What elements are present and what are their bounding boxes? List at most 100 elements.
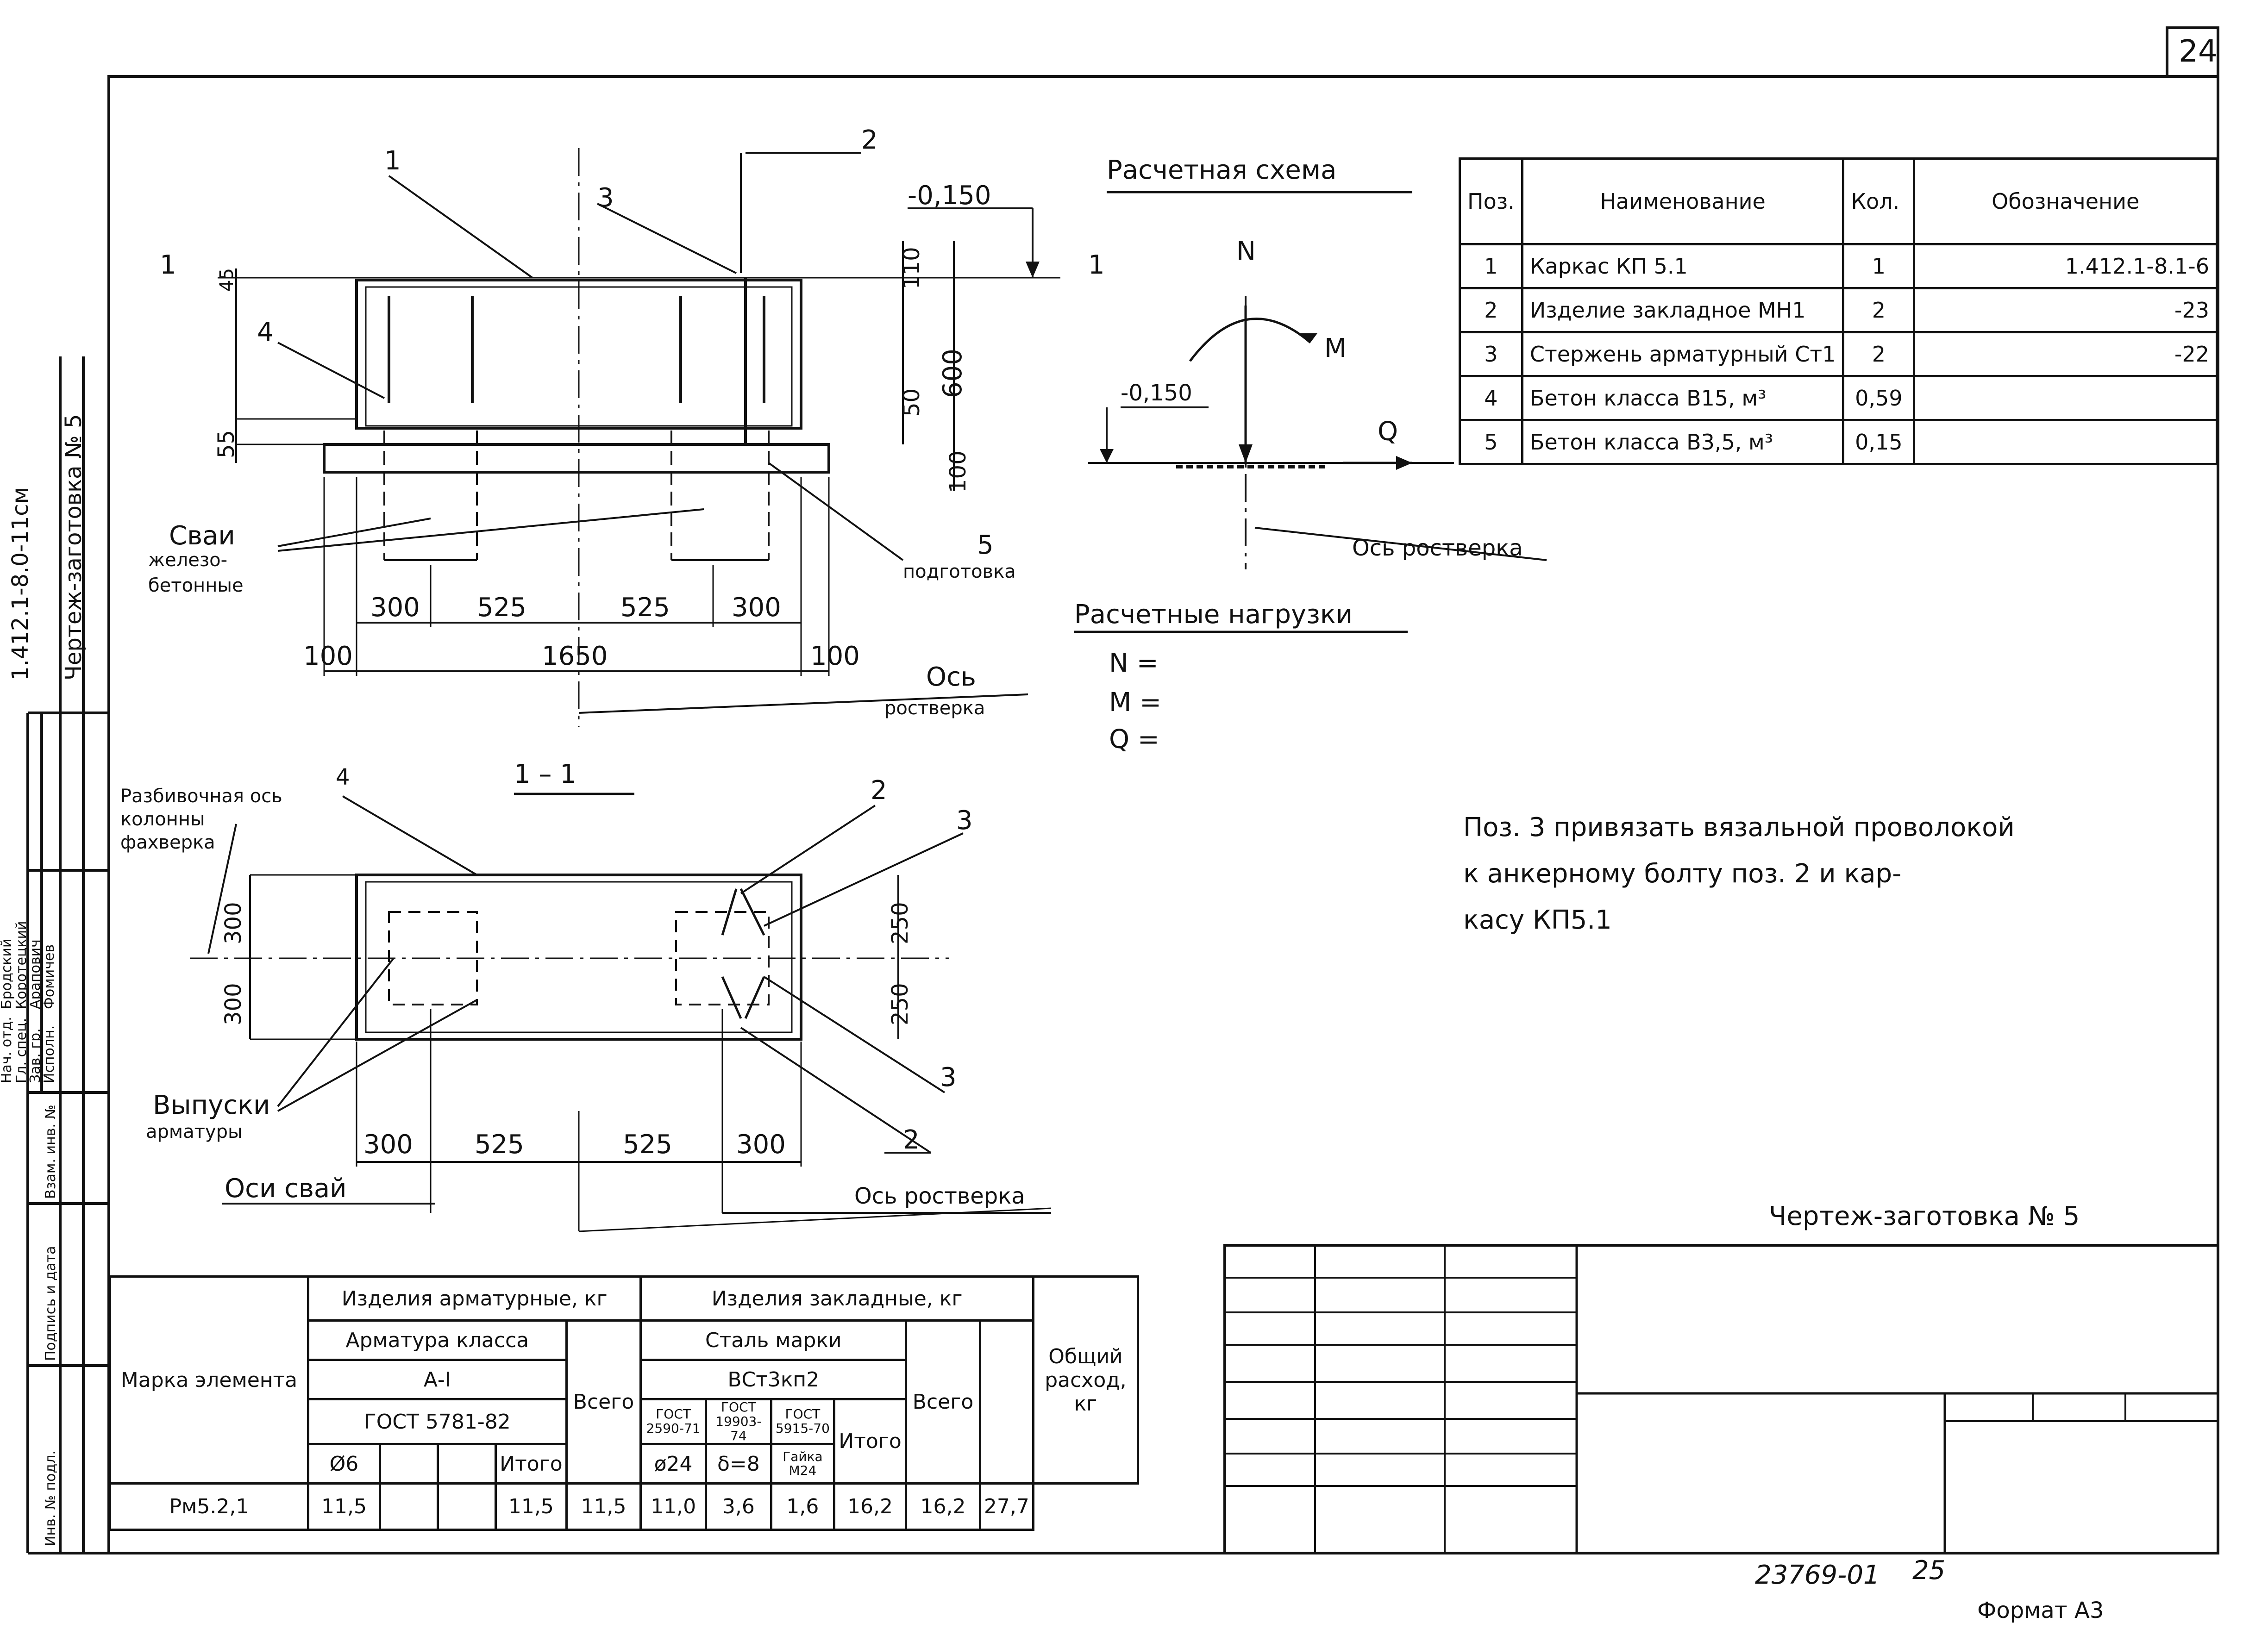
loads-title: Расчетные нагрузки (1074, 599, 1353, 630)
fv-pos-1: 1 (384, 146, 401, 176)
fv-dim-525b: 525 (620, 593, 670, 623)
rebar-all-header: Всего (565, 1319, 642, 1485)
mass-cell (379, 1482, 439, 1531)
rebar-subtotal-header: Итого (495, 1443, 568, 1485)
embedded-plate-8: δ=8 (704, 1443, 772, 1485)
spec-cell: 0,15 (1842, 419, 1916, 465)
sv-pos-3b: 3 (940, 1062, 957, 1092)
spec-cell (1913, 419, 2218, 465)
format-label: Формат А3 (1977, 1598, 2104, 1623)
steel-grade: ВСт3кп2 (639, 1359, 908, 1400)
element-mark: Рм5.2,1 (109, 1482, 309, 1531)
section-mark-left: 1 (160, 250, 176, 280)
spec-cell: 2 (1459, 287, 1523, 333)
split-axis-2: колонны (120, 809, 205, 830)
mass-mark-header: Марка элемента (109, 1275, 309, 1485)
fv-pos-2: 2 (861, 125, 878, 155)
spec-cell: Изделие закладное МН1 (1521, 287, 1845, 333)
gost-5915: ГОСТ 5915-70 (770, 1398, 835, 1446)
pile-axes-label: Оси свай (225, 1174, 347, 1204)
rebar-class-label: Арматура класса (307, 1319, 568, 1361)
sv-dim-300d: 300 (736, 1130, 786, 1160)
role-executor: Исполн. (41, 1025, 57, 1083)
spec-cell: Бетон класса В15, м³ (1521, 375, 1845, 421)
mass-cell: 11,5 (495, 1482, 568, 1531)
fv-axis-2: ростверка (884, 698, 985, 719)
load-m-symbol: M (1324, 333, 1347, 363)
spec-header-row: Поз. Наименование Кол. Обозначение (1459, 157, 2218, 245)
spec-cell: Бетон класса В3,5, м³ (1521, 419, 1845, 465)
section-mark-right: 1 (1088, 250, 1105, 280)
spec-cell: 1 (1459, 243, 1523, 289)
spec-cell: -23 (1913, 287, 2218, 333)
fv-pos-5: 5 (977, 530, 994, 560)
sheet-frame (107, 75, 2219, 1554)
spec-cell: 2 (1842, 331, 1916, 377)
fv-pos-4: 4 (257, 317, 274, 347)
mass-cell: 11,5 (565, 1482, 642, 1531)
embedded-d24: ø24 (639, 1443, 707, 1485)
fv-dim-100-right: 100 (810, 641, 860, 671)
spec-h-name: Наименование (1521, 157, 1845, 245)
doc-code-vertical: 1.412.1-8.0-11см (7, 487, 33, 680)
role-group-head: Зав. гр. (27, 1028, 44, 1083)
overall-consumption-header: Общий расход, кг (1032, 1275, 1140, 1485)
embedded-products-header: Изделия закладные, кг (639, 1275, 1034, 1322)
fv-dim-55: 55 (213, 430, 239, 458)
embedded-subtotal-header: Итого (833, 1398, 908, 1485)
sheet-title-bottom: Чертеж-заготовка № 5 (1769, 1201, 2080, 1231)
spec-cell: 4 (1459, 375, 1523, 421)
role-chief-spec: Гл. спец. (13, 1018, 30, 1083)
steel-grade-label: Сталь марки (639, 1319, 908, 1361)
fv-dim-300b: 300 (732, 593, 781, 623)
spec-h-qty: Кол. (1842, 157, 1916, 245)
mass-cell: 27,7 (978, 1482, 1034, 1531)
fv-dim-45: 45 (216, 268, 238, 292)
name-arapovich: Арапович (27, 939, 44, 1009)
embedded-nut-m24: Гайка М24 (770, 1443, 835, 1485)
page-number: 24 (2179, 33, 2218, 69)
sv-pos-2b: 2 (903, 1125, 920, 1155)
rebar-outlets-1: Выпуски (153, 1090, 270, 1120)
spec-h-pos: Поз. (1459, 157, 1523, 245)
piles-label-1: Сваи (169, 521, 235, 551)
fv-pos-3: 3 (597, 183, 614, 213)
prep-label: подготовка (903, 561, 1016, 582)
split-axis-3: фахверка (120, 832, 215, 853)
section-outline (355, 874, 802, 1041)
name-brodsky: Бродский (0, 938, 15, 1009)
mass-data-row: Рм5.2,1 11,5 11,5 11,5 11,0 3,6 1,6 16,2… (109, 1482, 1138, 1531)
spec-row: 4 Бетон класса В15, м³ 0,59 (1459, 375, 2218, 421)
fv-dim-50: 50 (899, 388, 925, 417)
fv-dim-300a: 300 (370, 593, 420, 623)
mass-cell: 16,2 (833, 1482, 908, 1531)
role-head: Нач. отд. (0, 1017, 15, 1083)
spec-row: 3 Стержень арматурный Ст1 2 -22 (1459, 331, 2218, 377)
note-line-2: к анкерному болту поз. 2 и кар- (1463, 859, 1902, 889)
fv-dim-100v: 100 (945, 450, 971, 493)
spec-cell: 3 (1459, 331, 1523, 377)
rebar-empty-2 (437, 1443, 497, 1485)
note-line-1: Поз. 3 привязать вязальной проволокой (1463, 812, 2015, 843)
sv-pos-2a: 2 (871, 775, 887, 805)
preparation-layer (323, 443, 830, 474)
split-axis-1: Разбивочная ось (120, 786, 282, 807)
piles-label-2: железо- (148, 549, 227, 571)
fv-dim-1650: 1650 (542, 641, 608, 671)
mass-cell: 1,6 (770, 1482, 835, 1531)
mass-cell: 11,0 (639, 1482, 707, 1531)
spec-cell: 0,59 (1842, 375, 1916, 421)
sv-dim-525d: 525 (623, 1130, 672, 1160)
spec-cell: 2 (1842, 287, 1916, 333)
field-replaced-inv: Взам. инв. № (43, 1105, 59, 1199)
load-n-symbol: N (1236, 236, 1256, 266)
fv-dim-525a: 525 (477, 593, 526, 623)
sheet-title-vertical: Чертеж-заготовка № 5 (61, 414, 87, 680)
calc-level: -0,150 (1121, 380, 1192, 406)
sv-pos-4: 4 (336, 764, 350, 790)
name-fomichev: Фомичев (41, 944, 57, 1009)
fv-axis-1: Ось (926, 662, 976, 692)
gost-19903: ГОСТ 19903-74 (704, 1398, 772, 1446)
spec-h-code: Обозначение (1913, 157, 2218, 245)
